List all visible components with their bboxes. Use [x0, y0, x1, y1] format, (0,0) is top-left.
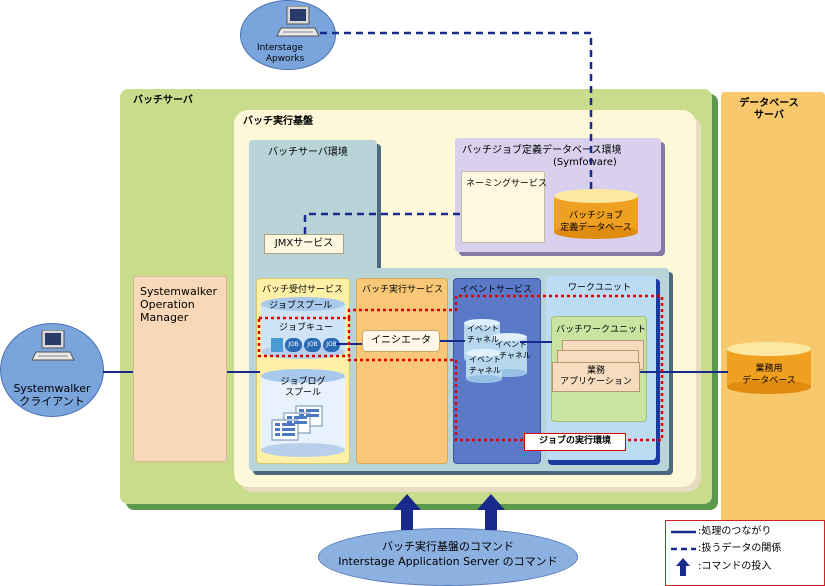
business-db-line2: データベース [742, 376, 796, 386]
job-exec-env-label: ジョブの実行環境 [538, 436, 611, 446]
job-queue: JOB JOB JOB [285, 338, 340, 352]
db-server-line2: サーバ [754, 110, 784, 121]
systemwalker-om [133, 276, 227, 462]
db-server-line1: データベース [739, 98, 799, 109]
event-channel-1-line1: イベント [467, 324, 499, 333]
exec-service-title: バッチ実行サービス [362, 285, 444, 295]
job-log-spool-line2: スプール [284, 388, 321, 398]
event-channel-3-line2: チャネル [469, 366, 501, 375]
job-log-spool-line1: ジョブログ [280, 377, 326, 387]
systemwalker-om-line2: Operation [140, 298, 195, 311]
business-app-card [552, 362, 640, 392]
naming-service [461, 171, 545, 243]
def-db-line2: 定義データベース [560, 223, 632, 233]
systemwalker-client-line1: Systemwalker [13, 382, 91, 395]
process-lines [103, 340, 728, 373]
interstage-apworks-line2: Apworks [265, 54, 305, 64]
job-spool-label: ジョブスプール [269, 301, 333, 311]
commands-line1: バッチ実行基盤のコマンド [382, 540, 514, 553]
initiator-label: イニシエータ [371, 335, 431, 346]
def-db-cylinder-icon [554, 189, 638, 239]
command-arrows [393, 494, 505, 530]
log-documents-icon [271, 405, 323, 441]
computer-icon [276, 6, 320, 37]
business-db-line1: 業務用 [755, 364, 783, 374]
work-unit-title: ワークユニット [568, 283, 632, 293]
systemwalker-client-line2: クライアント [19, 395, 85, 408]
systemwalker-om-line3: Manager [140, 311, 189, 324]
batch-platform-title: バッチ実行基盤 [243, 116, 313, 127]
batch-work-unit-label: バッチワークユニット [556, 325, 647, 335]
event-channel-1-line2: チャネル [467, 335, 499, 344]
initiator: イニシエータ [362, 330, 440, 352]
job-exec-region [257, 294, 664, 442]
event-channel-2-line2: チャネル [499, 351, 531, 360]
business-db-cylinder-icon [727, 342, 811, 394]
event-channel-3-line1: イベント [469, 355, 501, 364]
job-queue-head-icon [271, 338, 283, 352]
computer-icon [31, 330, 75, 361]
legend-arrow-icon [676, 558, 690, 576]
business-app-line1: 業務 [586, 366, 605, 376]
commands-line2: Interstage Application Server のコマンド [338, 555, 558, 568]
event-channel-2-line1: イベント [495, 340, 527, 349]
job-token: JOB [304, 338, 321, 352]
job-token: JOB [285, 338, 302, 352]
business-app-line2: アプリケーション [560, 377, 632, 387]
event-service-title: イベントサービス [460, 285, 533, 295]
legend-item-command: :コマンドの投入 [698, 561, 772, 572]
def-db-env-subtitle: (Symfoware) [553, 157, 617, 168]
jmx-service-label: JMXサービス [274, 238, 334, 249]
data-relation-lines [303, 31, 593, 234]
db-server [721, 92, 825, 586]
def-db-env-title: バッチジョブ定義データベース環境 [462, 145, 622, 156]
job-exec-env-label-box: ジョブの実行環境 [524, 433, 626, 451]
legend-symbols [671, 530, 696, 576]
event-channel-icon [466, 349, 502, 383]
jmx-service: JMXサービス [264, 234, 344, 254]
receive-service-title: バッチ受付サービス [262, 285, 344, 295]
legend-item-process: :処理のつながり [698, 526, 772, 537]
legend-item-data: :扱うデータの関係 [698, 543, 782, 554]
def-db-line1: バッチジョブ [568, 211, 623, 221]
job-queue-label: ジョブキュー [279, 323, 334, 333]
interstage-apworks-line1: Interstage [256, 43, 304, 53]
batch-server-title: バッチサーバ [133, 95, 193, 106]
batch-server-env-title: バッチサーバ環境 [268, 147, 348, 158]
naming-service-label: ネーミングサービス [466, 179, 548, 189]
job-token: JOB [323, 338, 340, 352]
systemwalker-om-line1: Systemwalker [140, 285, 218, 298]
